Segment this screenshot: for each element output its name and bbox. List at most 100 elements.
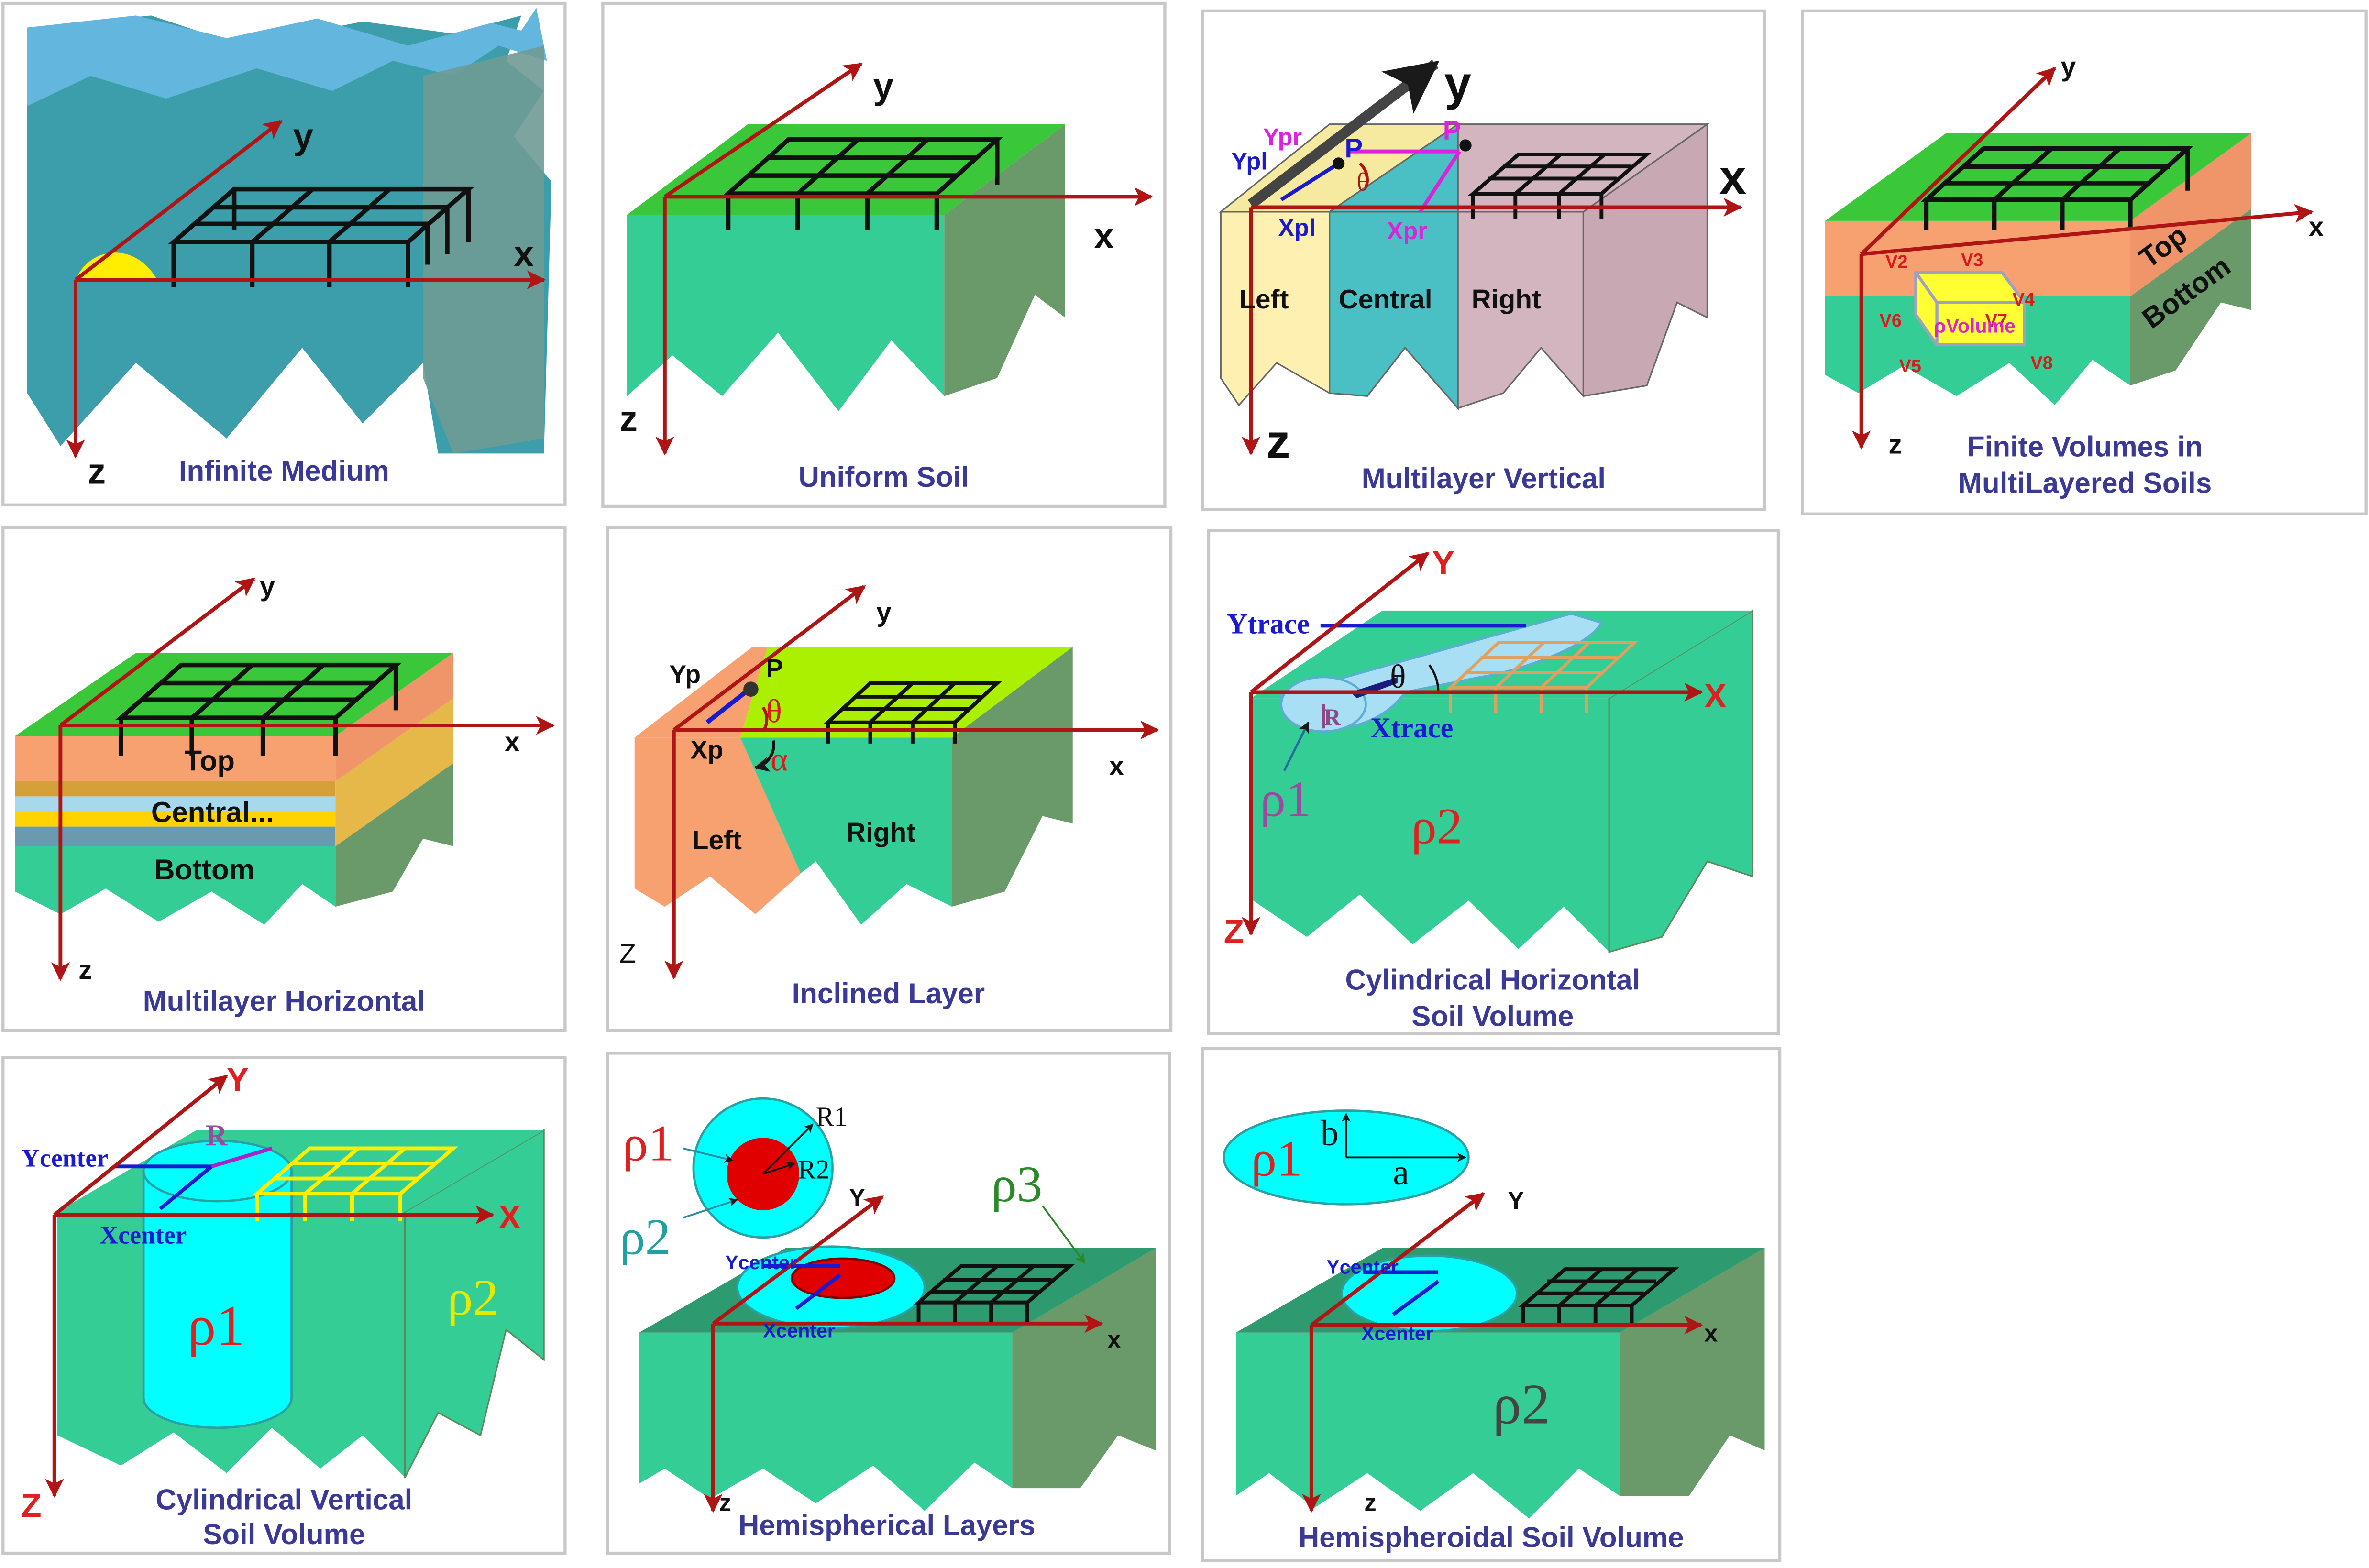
rho1-label: ρ1: [187, 1294, 245, 1357]
theta-arc: [1358, 162, 1369, 188]
vertex-label: V3: [1961, 251, 1983, 271]
rho2-label: ρ2: [1411, 798, 1462, 855]
layer-bands-side: [335, 698, 453, 846]
axis-y-label: Y: [1432, 544, 1454, 581]
left-label: Left: [1239, 285, 1289, 315]
right-label: Right: [1472, 285, 1541, 315]
axis-y-label: y: [260, 571, 275, 602]
left-label: Left: [692, 825, 742, 855]
grounding-grid: [167, 186, 474, 287]
panel-cylindrical-horizontal: X Y Z Ytrace Xtrace θ R ρ1 ρ2 Cylindrica…: [1207, 529, 1780, 1035]
axes: [51, 577, 555, 981]
theta-label: θ: [766, 693, 782, 730]
layer-band: [15, 826, 336, 846]
top-right: [740, 647, 1073, 738]
axis-x-label: X: [1704, 677, 1726, 714]
grounding-grid: [913, 1264, 1075, 1324]
vertex-label: V6: [1880, 311, 1902, 331]
soil-front: [1251, 698, 1609, 952]
ycenter-label: Ycenter: [1326, 1256, 1399, 1278]
xtrace-label: Xtrace: [1370, 712, 1453, 744]
axis-y-label: Y: [1508, 1187, 1524, 1214]
panel-multilayer-vertical: x y z Ypr Ypl Xpl Xpr P P θ Left Central…: [1201, 9, 1766, 511]
point-p: [743, 681, 759, 697]
yp-label: Yp: [669, 660, 701, 689]
ytrace-label: Ytrace: [1227, 608, 1310, 639]
soil-front: [1235, 1332, 1620, 1519]
rho2-pointer: [683, 1198, 738, 1219]
axis-z-label: Z: [21, 1487, 41, 1524]
rho1-pointer: [683, 1147, 734, 1163]
finite-volume-box: [1914, 271, 2026, 347]
axis-x-label: x: [2309, 212, 2324, 242]
panel-title: Multilayer Vertical: [1362, 462, 1606, 494]
inner-hemisphere: [790, 1257, 896, 1299]
point-p-right: [1459, 139, 1472, 152]
xcenter-line: [795, 1273, 841, 1310]
panel-title-line2: Soil Volume: [1411, 1000, 1574, 1032]
soil-front: [627, 215, 945, 411]
alpha-arc: [754, 740, 776, 772]
axis-y-label: Y: [227, 1061, 249, 1098]
layer-band: [15, 781, 336, 797]
xpl-label: Xpl: [1278, 214, 1316, 241]
soil-bottom-side: [335, 763, 453, 907]
soil-side: [404, 1129, 545, 1478]
panel-infinite-medium: x y z Infinite Medium: [1, 1, 567, 506]
grounding-grid: [722, 137, 1003, 230]
p-left-label: P: [1344, 133, 1363, 164]
point-p-left: [1333, 157, 1345, 170]
ycenter-label: Ycenter: [725, 1251, 797, 1273]
layer-left-front: [634, 737, 801, 914]
axes: [66, 120, 546, 459]
soil-bottom-front: [1825, 296, 2130, 406]
soil-side: [952, 647, 1073, 907]
hemispheroid-top: [1340, 1254, 1518, 1333]
xcenter-label: Xcenter: [1361, 1323, 1433, 1345]
panel-title-line1: Cylindrical Vertical: [155, 1483, 412, 1515]
grounding-grid: [823, 681, 1002, 744]
rho3-label: ρ3: [991, 1156, 1042, 1213]
axes: [1851, 67, 2314, 450]
axis-z-label: z: [78, 955, 92, 986]
axis-z-label: z: [1266, 415, 1290, 469]
panel-uniform-soil: x y z Uniform Soil: [601, 1, 1167, 508]
r1-label: R1: [816, 1102, 848, 1132]
ypr-label: Ypr: [1263, 123, 1302, 151]
xp-line: [705, 687, 751, 724]
xpl-line: [1280, 162, 1340, 202]
finite-volume-edges: [1914, 271, 2025, 345]
soil-side: [944, 124, 1065, 396]
radius-label: R: [1323, 704, 1341, 731]
rho2-label: ρ2: [619, 1209, 671, 1266]
xcenter-label: Xcenter: [99, 1220, 187, 1249]
top-label: Top: [184, 745, 235, 777]
panel-title-line1: Cylindrical Horizontal: [1345, 964, 1641, 996]
vertical-cylinder: [142, 1170, 293, 1429]
r2-label: R2: [798, 1155, 829, 1185]
axes: [664, 585, 1159, 980]
rho3-pointer: [1042, 1205, 1086, 1264]
axis-x-label: x: [1719, 150, 1746, 204]
theta-label: θ: [1357, 168, 1369, 197]
panel-multilayer-horizontal: x y z Top Central... Bottom Multilayer H…: [1, 526, 567, 1032]
axis-x-label: x: [1094, 216, 1114, 256]
axis-z-label: z: [1364, 1489, 1376, 1516]
panel-title: Multilayer Horizontal: [143, 985, 425, 1017]
layer-top-front: [15, 736, 336, 781]
axis-z-label: z: [88, 451, 106, 492]
rho-volume-label: ρVolume: [1934, 315, 2016, 337]
a-label: a: [1393, 1152, 1409, 1193]
rho2-label: ρ2: [1493, 1372, 1550, 1436]
water-medium: [27, 15, 551, 454]
axis-z-label: Z: [619, 939, 636, 969]
r2-arrow: [762, 1162, 796, 1175]
axis-y-label: y: [876, 597, 892, 627]
axis-z-label: z: [1889, 429, 1902, 460]
panel-title: Hemispherical Layers: [738, 1509, 1035, 1541]
vertex-label: V2: [1885, 252, 1907, 272]
soil-side: [1012, 1248, 1156, 1489]
xcenter-line: [1392, 1280, 1440, 1316]
panel-title: Uniform Soil: [799, 461, 970, 493]
